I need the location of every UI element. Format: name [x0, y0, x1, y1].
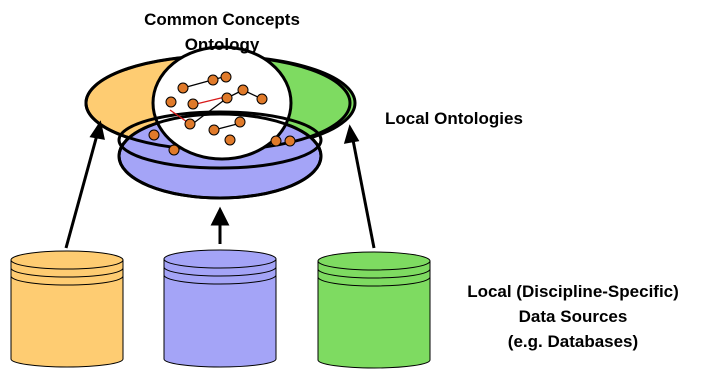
data-sources-label-line3: (e.g. Databases)	[508, 332, 638, 351]
cylinder-ring	[163, 274, 277, 285]
concept-node	[220, 71, 232, 83]
concept-node	[184, 118, 196, 130]
data-sources-label-line2: Data Sources	[519, 307, 628, 326]
concept-node	[270, 135, 282, 147]
blue-ontology-outline	[117, 112, 323, 200]
concept-node	[187, 98, 199, 110]
concept-node	[207, 74, 219, 86]
arrow-right	[351, 139, 376, 249]
concept-node	[284, 135, 296, 147]
cylinder-top	[317, 251, 431, 271]
arrow-right-head	[343, 124, 360, 144]
orange-database	[10, 250, 124, 368]
edge-black	[190, 97, 228, 126]
cylinder-top	[10, 250, 124, 270]
cylinder-body	[10, 259, 124, 368]
arrow-left	[64, 134, 99, 249]
concept-node	[165, 96, 177, 108]
green-database	[317, 251, 431, 369]
concept-node	[256, 93, 268, 105]
concept-node	[168, 144, 180, 156]
cylinder-body	[163, 258, 277, 368]
data-sources-label-line1: Local (Discipline-Specific)	[467, 282, 679, 301]
arrows	[64, 120, 376, 249]
blue-database	[163, 249, 277, 368]
common-ontology-title-line2: Ontology	[185, 35, 260, 54]
lower-intersection-outline	[117, 110, 323, 170]
local-ontologies-label: Local Ontologies	[385, 109, 523, 128]
common-ontology-shape	[151, 45, 293, 161]
concept-node	[234, 116, 246, 128]
arrow-left-head	[89, 120, 105, 140]
concept-node	[221, 92, 233, 104]
cylinder-ring	[163, 266, 277, 277]
concept-node	[208, 124, 220, 136]
common-ontology-title-line1: Common Concepts	[144, 10, 300, 29]
concept-node	[148, 129, 160, 141]
cylinder-ring	[317, 276, 431, 287]
cylinder-ring	[10, 267, 124, 278]
cylinder-body	[317, 260, 431, 369]
cylinder-ring	[317, 268, 431, 279]
cylinder-ring	[10, 275, 124, 286]
concept-node	[237, 84, 249, 96]
concept-node	[177, 82, 189, 94]
concept-nodes	[148, 71, 296, 156]
arrow-center-head	[210, 206, 230, 226]
common-concepts-ontology	[151, 45, 293, 161]
cylinder-top	[163, 249, 277, 269]
concept-node	[224, 134, 236, 146]
